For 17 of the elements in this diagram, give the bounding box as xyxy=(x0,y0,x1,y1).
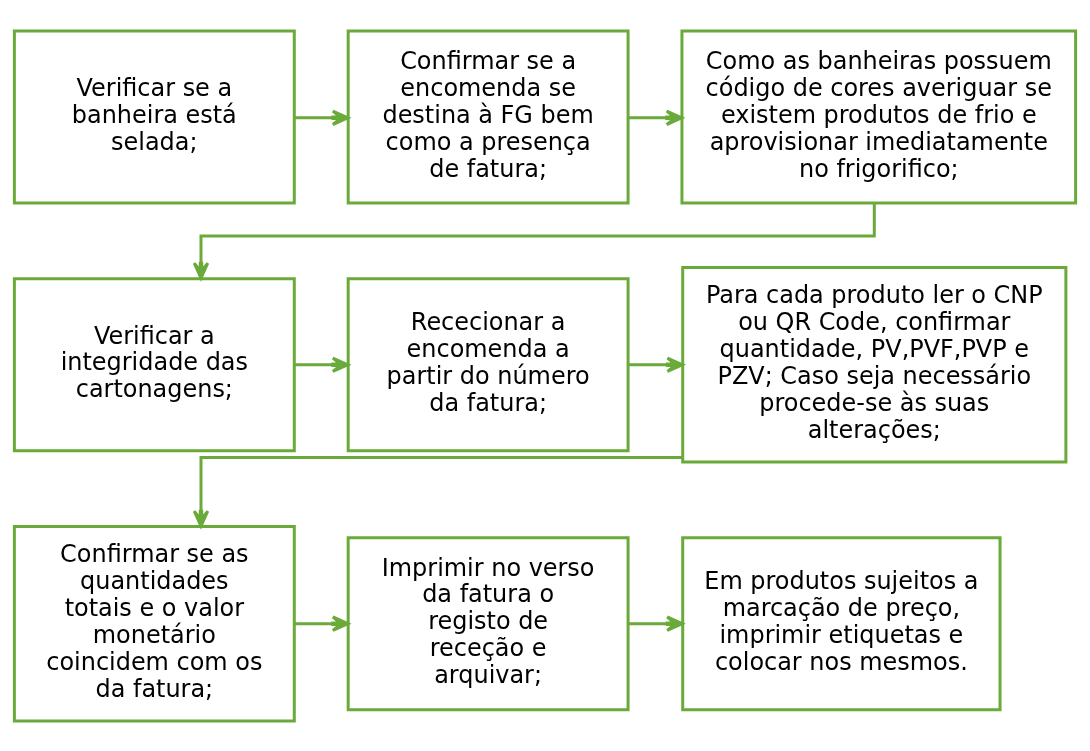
node-box: Para cada produto ler o CNP ou QR Code, confirmar quantidade, PV,PVF,PVP e PZV; Caso seja necessário procede-se às suas alterações; xyxy=(681,265,1068,464)
node-box: Confirmar se a encomenda se destina à FG bem como a presença de fatura; xyxy=(346,29,630,205)
node-box: Imprimir no verso da fatura o registo de receção e arquivar; xyxy=(346,535,630,711)
arrow xyxy=(628,109,684,126)
node-box: Rececionar a encomenda a partir do número da fatura; xyxy=(346,276,630,452)
arrow xyxy=(192,455,683,528)
node-box: Verificar se a banheira está selada; xyxy=(12,29,296,205)
arrow xyxy=(294,109,350,126)
arrow xyxy=(294,356,350,373)
node-box: Confirmar se as quantidades totais e o valor monetário coincidem com os da fatura; xyxy=(12,524,296,722)
node-box: Em produtos sujeitos a marcação de preço, imprimir etiquetas e colocar nos mesmos. xyxy=(681,535,1002,711)
arrow xyxy=(628,356,684,373)
arrow xyxy=(192,203,876,280)
node-box: Como as banheiras possuem código de cores averiguar se existem produtos de frio e aprovisionar imediatamente no frigorifico; xyxy=(680,29,1078,205)
arrow xyxy=(294,615,350,632)
arrow xyxy=(628,615,684,632)
node-box: Verificar a integridade das cartonagens; xyxy=(12,276,296,452)
